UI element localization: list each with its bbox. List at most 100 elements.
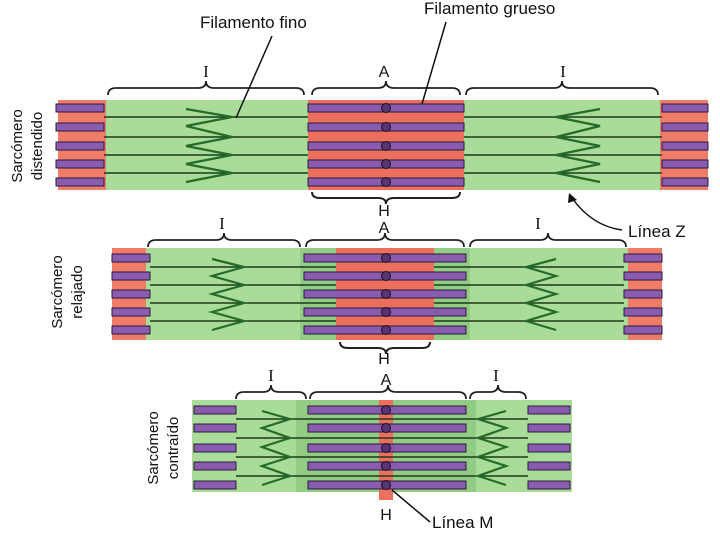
z-line-zigzag [474, 409, 510, 487]
thick-filament [55, 122, 105, 132]
thick-filament [661, 159, 709, 169]
z-line-zigzag [185, 107, 233, 184]
filaments-contracted [193, 405, 571, 490]
m-line-node [381, 443, 391, 453]
m-line-node [381, 289, 391, 299]
m-line-node [381, 159, 391, 169]
band-i-label-2a: I [219, 214, 225, 233]
thick-filament [661, 141, 709, 151]
z-line-zigzag [207, 257, 249, 332]
z-line-pointer [571, 197, 623, 231]
sarcomere-relaxed-label-line2: relajado [69, 265, 86, 318]
band-a-label-2: A [379, 220, 390, 237]
h-zone-brace [311, 191, 461, 205]
zone-h-label-2: H [378, 351, 390, 368]
thick-filament [193, 461, 237, 471]
thick-filament [623, 307, 663, 317]
band-a-label-1: A [379, 64, 390, 81]
thick-filament [527, 423, 571, 433]
band-brace [469, 384, 527, 400]
thick-filament [111, 289, 151, 299]
band-i-label-3a: I [268, 366, 274, 385]
thick-filament [111, 271, 151, 281]
m-line-node [381, 405, 391, 415]
thick-filament [55, 141, 105, 151]
thick-filament [527, 405, 571, 415]
band-i-label-1b: I [560, 62, 566, 81]
m-line-node [381, 325, 391, 335]
z-line-zigzag [258, 409, 294, 487]
m-line-label: Línea M [432, 513, 493, 532]
thick-filament [527, 480, 571, 490]
thick-filament [55, 159, 105, 169]
thick-filament [55, 177, 105, 187]
thick-filament [111, 253, 151, 263]
filaments-distended [55, 103, 709, 187]
sarcomere-contracted-label-line2: contraído [165, 417, 182, 480]
i-band-left [106, 100, 308, 190]
sarcomere-contracted-label-line1: Sarcómero [145, 411, 162, 484]
band-brace [305, 232, 465, 248]
thick-filament [661, 177, 709, 187]
sarcomere-relaxed-label-line1: Sarcómero [49, 255, 66, 328]
thick-filament [193, 405, 237, 415]
m-line-node [381, 307, 391, 317]
m-line-node [381, 103, 391, 113]
band-a-label-3: A [381, 372, 392, 389]
m-line-pointer [391, 489, 431, 523]
sarcomere-distended [55, 100, 709, 205]
thick-filament [661, 103, 709, 113]
thick-filament [623, 289, 663, 299]
sarcomere-distended-label-line2: distendido [29, 112, 46, 180]
z-line-zigzag [555, 107, 601, 184]
z-line-zigzags-contracted [258, 409, 510, 487]
thick-filament-pointer [421, 21, 447, 105]
m-line-node [381, 177, 391, 187]
thick-filament [527, 443, 571, 453]
sarcomere-contracted [192, 400, 572, 500]
thick-filament [193, 480, 237, 490]
band-i-label-3b: I [493, 366, 499, 385]
band-brace [235, 384, 307, 400]
band-i-label-1a: I [203, 62, 209, 81]
sarcomere-relaxed [111, 248, 663, 355]
m-line-node [381, 461, 391, 471]
band-brace [465, 80, 659, 96]
z-line-arrowhead [568, 193, 577, 203]
zone-h-label-1: H [378, 203, 390, 220]
i-band-right [464, 100, 660, 190]
thick-filament [623, 253, 663, 263]
m-line-node [381, 122, 391, 132]
thick-filament-label: Filamento grueso [424, 0, 555, 18]
band-i-label-2b: I [535, 214, 541, 233]
band-brace [309, 384, 467, 400]
sarcomere-distended-label-line1: Sarcómero [9, 109, 26, 182]
z-line-zigzags-distended [185, 107, 601, 184]
thick-filament [623, 271, 663, 281]
band-braces [107, 80, 659, 400]
thick-filament [111, 307, 151, 317]
band-brace [311, 80, 461, 96]
band-brace [107, 80, 305, 96]
m-line-node [381, 271, 391, 281]
h-zone-brace [339, 341, 431, 355]
m-line-node [381, 480, 391, 490]
zone-h-label-3: H [380, 507, 392, 524]
thick-filament [527, 461, 571, 471]
thick-filament [661, 122, 709, 132]
thick-filament [623, 325, 663, 335]
thick-filament [193, 443, 237, 453]
m-line-node [381, 253, 391, 263]
m-line-node [381, 423, 391, 433]
thick-filament [111, 325, 151, 335]
thin-filament-pointer [235, 35, 273, 119]
thin-filament-label: Filamento fino [200, 13, 307, 32]
z-line-zigzags-relaxed [207, 257, 560, 332]
thick-filament [193, 423, 237, 433]
z-line-label: Línea Z [628, 222, 686, 241]
z-line-zigzag [521, 257, 560, 332]
band-brace [469, 232, 627, 248]
m-line-node [381, 141, 391, 151]
